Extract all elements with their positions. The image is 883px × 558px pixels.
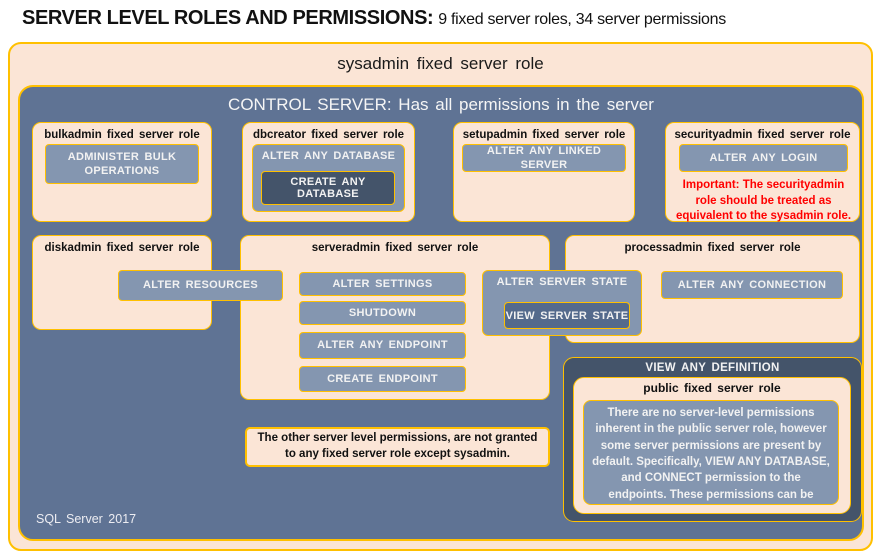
permission-alter-any-database-label: ALTER ANY DATABASE	[261, 150, 396, 162]
permission-view-server-state: VIEW SERVER STATE	[504, 302, 630, 329]
permission-view-any-definition: VIEW ANY DEFINITION public fixed server …	[563, 357, 862, 522]
public-role-title: public fixed server role	[643, 381, 781, 395]
setupadmin-role-box: setupadmin fixed server role ALTER ANY L…	[453, 122, 635, 222]
permission-alter-any-endpoint: ALTER ANY ENDPOINT	[299, 332, 466, 359]
permission-administer-bulk-operations: ADMINISTER BULK OPERATIONS	[45, 144, 199, 184]
permission-view-any-definition-label: VIEW ANY DEFINITION	[645, 362, 780, 374]
other-permissions-note: The other server level permissions, are …	[245, 427, 550, 467]
permission-create-endpoint: CREATE ENDPOINT	[299, 366, 466, 392]
securityadmin-role-title: securityadmin fixed server role	[674, 129, 851, 141]
permission-shutdown: SHUTDOWN	[299, 301, 466, 325]
processadmin-role-title: processadmin fixed server role	[624, 242, 801, 254]
permission-alter-server-state: ALTER SERVER STATE VIEW SERVER STATE	[482, 270, 642, 336]
serveradmin-role-box: serveradmin fixed server role ALTER SETT…	[240, 235, 550, 400]
public-role-box: public fixed server role There are no se…	[573, 377, 851, 514]
sysadmin-role-label: sysadmin fixed server role	[337, 54, 544, 73]
bulkadmin-role-title: bulkadmin fixed server role	[44, 129, 200, 141]
page-title-main: SERVER LEVEL ROLES AND PERMISSIONS:	[22, 7, 434, 29]
diskadmin-role-title: diskadmin fixed server role	[44, 242, 200, 254]
permission-alter-any-linked-server: ALTER ANY LINKED SERVER	[462, 144, 626, 172]
page-title-sub: 9 fixed server roles, 34 server permissi…	[438, 11, 726, 28]
page-title: SERVER LEVEL ROLES AND PERMISSIONS:9 fix…	[22, 7, 726, 30]
permission-alter-server-state-label: ALTER SERVER STATE	[496, 276, 628, 288]
dbcreator-role-box: dbcreator fixed server role ALTER ANY DA…	[242, 122, 415, 222]
permission-create-any-database: CREATE ANY DATABASE	[261, 171, 395, 205]
bulkadmin-role-box: bulkadmin fixed server role ADMINISTER B…	[32, 122, 212, 222]
permission-alter-any-login: ALTER ANY LOGIN	[679, 144, 848, 172]
permission-alter-any-database: ALTER ANY DATABASE CREATE ANY DATABASE	[252, 144, 405, 212]
sql-server-version-label: SQL Server 2017	[36, 512, 137, 526]
permission-alter-settings: ALTER SETTINGS	[299, 272, 466, 296]
serveradmin-role-title: serveradmin fixed server role	[311, 242, 479, 254]
public-role-description: There are no server-level permissions in…	[583, 400, 839, 505]
dbcreator-role-title: dbcreator fixed server role	[252, 129, 405, 141]
securityadmin-warning-note: Important: The securityadmin role should…	[675, 179, 852, 223]
control-server-label: CONTROL SERVER: Has all permissions in t…	[228, 95, 654, 114]
permission-alter-any-connection: ALTER ANY CONNECTION	[661, 271, 843, 299]
securityadmin-role-box: securityadmin fixed server role ALTER AN…	[665, 122, 860, 222]
permission-alter-resources: ALTER RESOURCES	[118, 270, 283, 301]
setupadmin-role-title: setupadmin fixed server role	[462, 129, 626, 141]
